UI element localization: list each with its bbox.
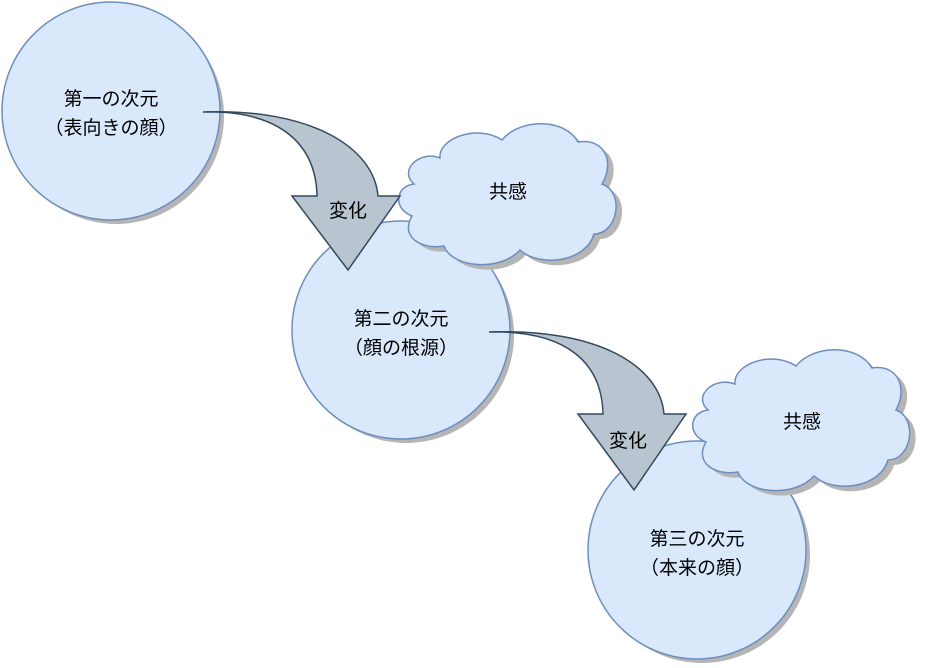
change-arrow-1-shape bbox=[202, 111, 402, 272]
empathy-cloud-2-label: 共感 bbox=[783, 411, 821, 433]
dimension-node-3-subtitle: （本来の顔） bbox=[640, 557, 754, 579]
dimension-node-1-title: 第一の次元 bbox=[63, 88, 158, 110]
dimension-node-3-title: 第三の次元 bbox=[649, 528, 744, 550]
empathy-cloud-1: 共感 bbox=[398, 123, 623, 270]
change-arrow-1: 変化 bbox=[202, 111, 402, 272]
dimension-node-1-circle bbox=[1, 1, 221, 221]
change-arrow-2-shape bbox=[488, 330, 688, 492]
dimension-node-3-circle bbox=[587, 440, 807, 660]
empathy-cloud-1-label: 共感 bbox=[489, 181, 527, 203]
dimension-node-3: 第三の次元 （本来の顔） bbox=[587, 440, 810, 663]
empathy-cloud-1-shape bbox=[398, 123, 617, 266]
dimension-node-2-subtitle: （顔の根源） bbox=[344, 337, 458, 359]
change-arrow-2: 変化 bbox=[488, 330, 688, 492]
dimension-node-1: 第一の次元 （表向きの顔） bbox=[1, 1, 224, 224]
empathy-cloud-2-shape bbox=[692, 349, 911, 492]
change-arrow-1-label: 変化 bbox=[329, 200, 367, 222]
dimension-node-2-title: 第二の次元 bbox=[353, 308, 448, 330]
dimension-node-2-circle bbox=[291, 220, 511, 440]
empathy-cloud-2: 共感 bbox=[692, 349, 916, 496]
dimension-node-1-subtitle: （表向きの顔） bbox=[44, 117, 177, 139]
dimension-node-2: 第二の次元 （顔の根源） bbox=[291, 220, 514, 443]
change-arrow-2-label: 変化 bbox=[609, 430, 647, 452]
